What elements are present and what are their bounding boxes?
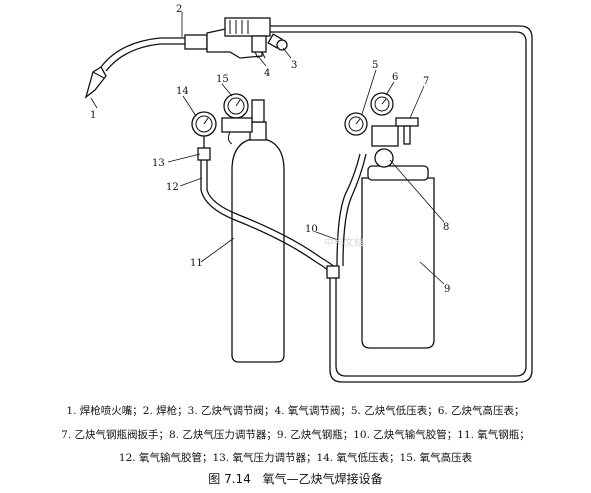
label-4: 4 xyxy=(264,68,270,79)
label-10: 10 xyxy=(305,224,318,235)
label-12: 12 xyxy=(166,182,179,193)
label-11: 11 xyxy=(190,258,203,269)
label-13: 13 xyxy=(152,158,165,169)
torch xyxy=(84,17,288,99)
label-1: 1 xyxy=(90,110,96,121)
label-6: 6 xyxy=(392,72,398,83)
leader-lines xyxy=(90,12,445,285)
figure-title-text: 氧气—乙炔气焊接设备 xyxy=(262,472,383,486)
hose-loop xyxy=(270,25,533,383)
oxygen-cylinder xyxy=(191,93,285,363)
label-3: 3 xyxy=(291,60,297,71)
figure-title: 图 7.14 氧气—乙炔气焊接设备 xyxy=(0,470,591,487)
label-2: 2 xyxy=(176,4,182,15)
label-9: 9 xyxy=(444,284,450,295)
caption-line-1: 1. 焊枪喷火嘴；2. 焊枪；3. 乙炔气调节阀；4. 氧气调节阀；5. 乙炔气… xyxy=(66,405,525,417)
label-7: 7 xyxy=(423,76,429,87)
oxygen-hose xyxy=(200,160,337,273)
caption-line-3: 12. 氧气输气胶管；13. 氧气压力调节器；14. 氧气低压表；15. 氧气高… xyxy=(118,452,473,464)
caption-line-2: 7. 乙炔气钢瓶阀扳手；8. 乙炔气压力调节器；9. 乙炔气钢瓶；10. 乙炔气… xyxy=(61,429,530,441)
label-14: 14 xyxy=(176,86,189,97)
hose-connector xyxy=(326,265,340,279)
figure-number: 图 7.14 xyxy=(208,472,251,486)
part-numbers: 1 2 3 4 5 6 7 8 9 10 11 12 13 14 15 xyxy=(90,4,450,295)
acetylene-cylinder xyxy=(344,92,435,349)
label-15: 15 xyxy=(216,74,229,85)
label-5: 5 xyxy=(372,60,378,71)
label-8: 8 xyxy=(443,222,449,233)
watermark: 中科文档 xyxy=(324,236,364,249)
